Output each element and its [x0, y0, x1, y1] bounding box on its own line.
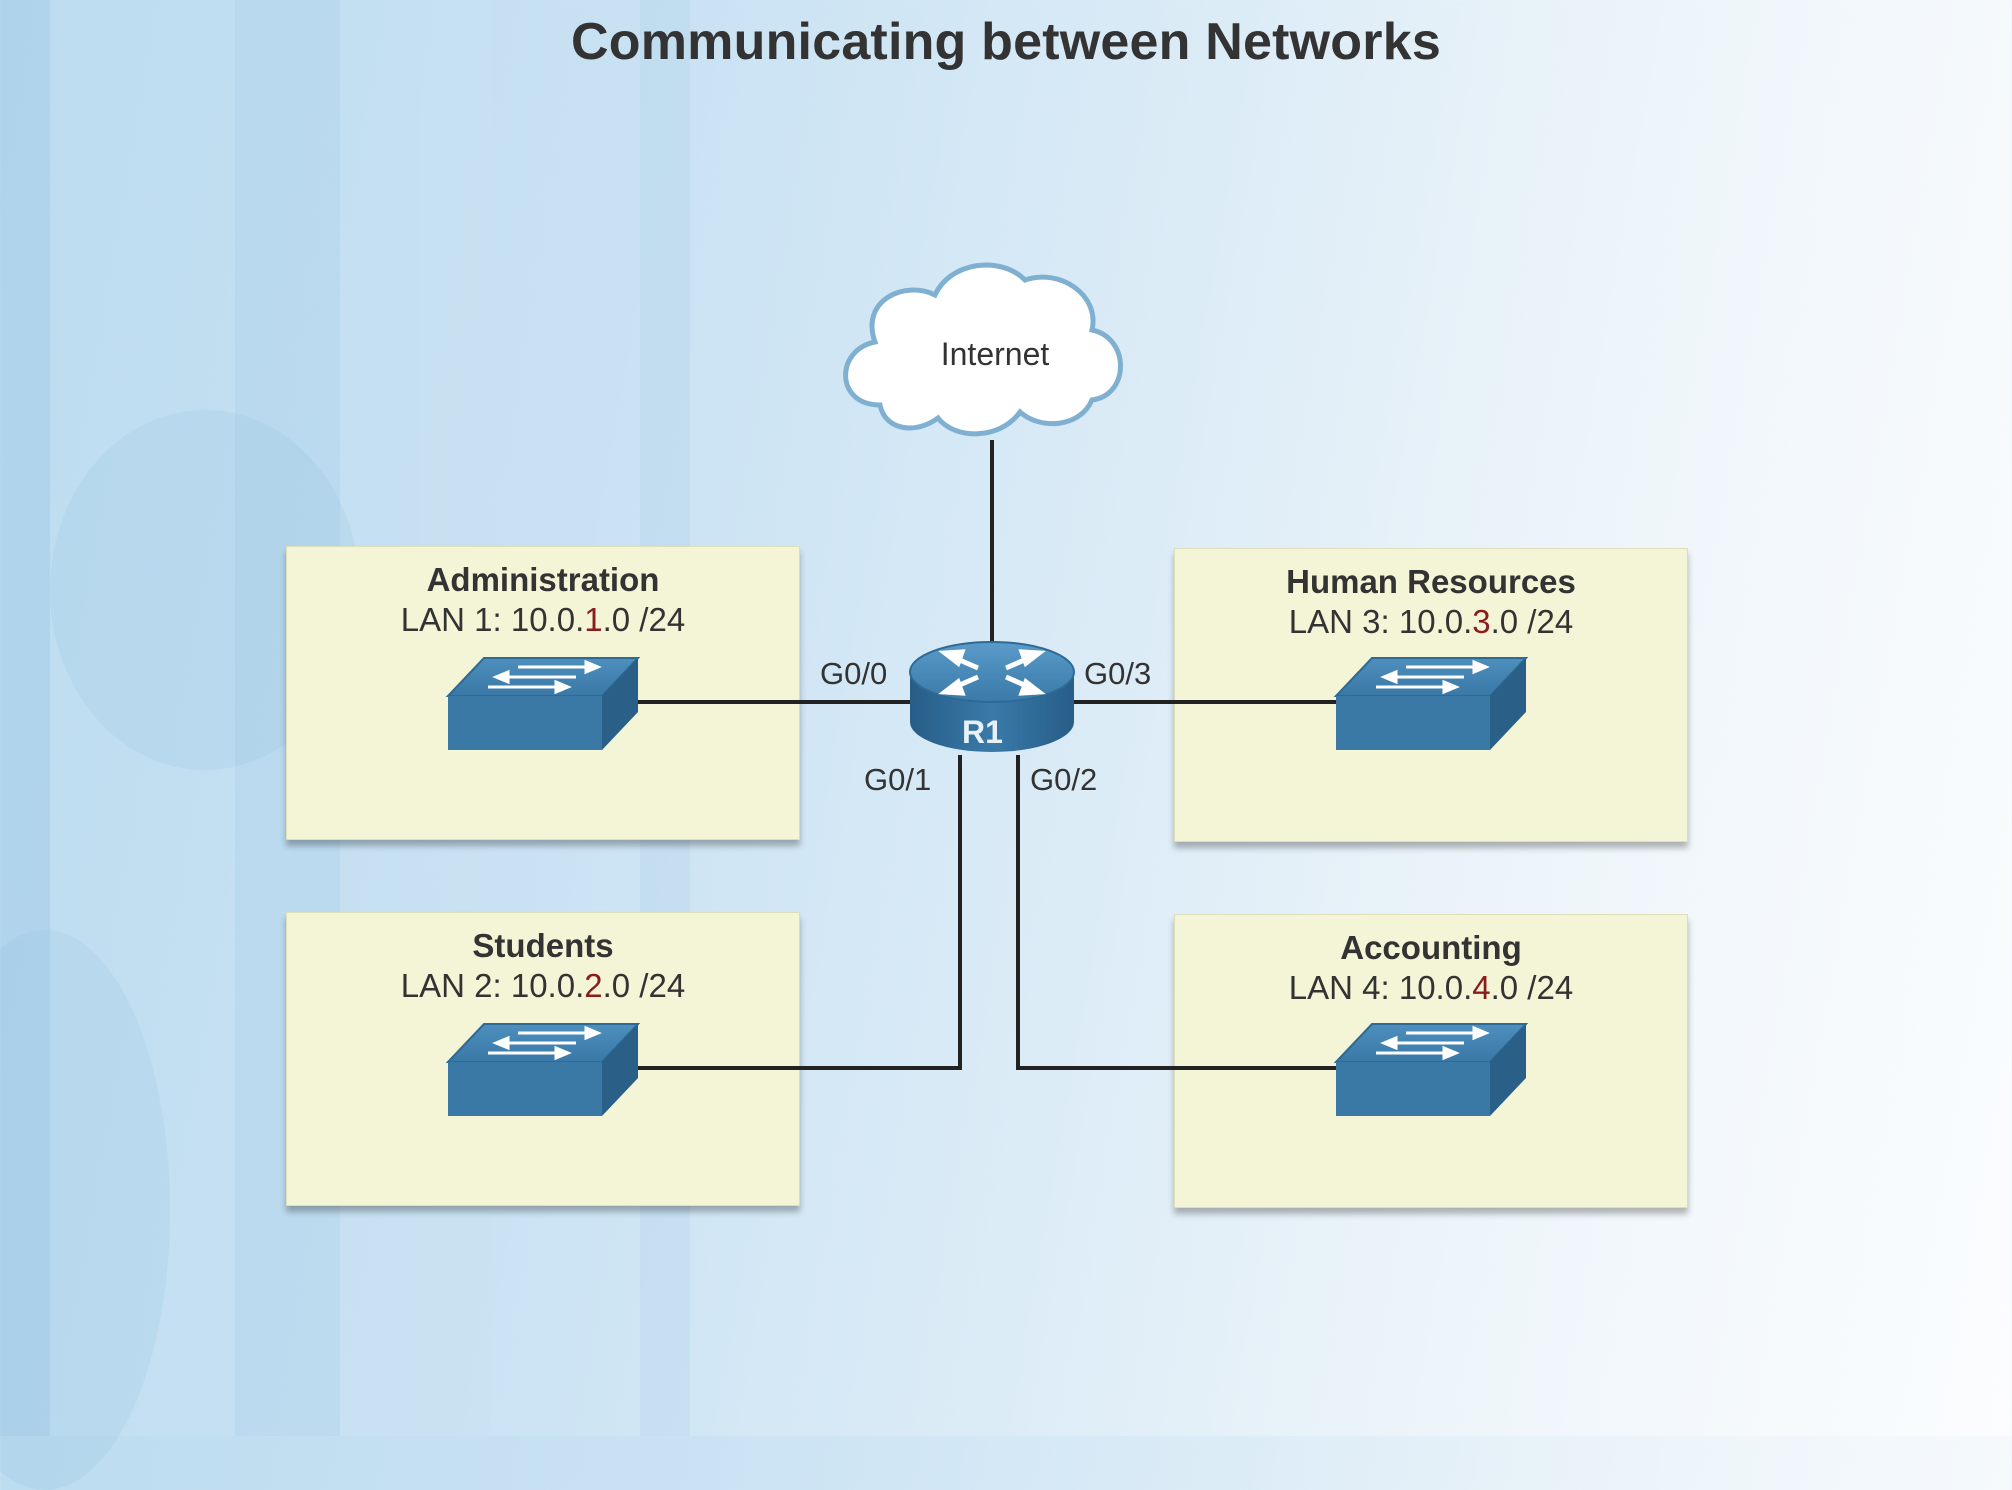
cloud-icon: [843, 262, 1123, 437]
link-r1-g02: [1016, 755, 1340, 1070]
background-stripe: [0, 0, 50, 1436]
port-label-g01: G0/1: [864, 762, 932, 797]
cloud-label: Internet: [940, 336, 1050, 372]
router-label: R1: [962, 714, 1003, 750]
switch-icon: [1333, 1023, 1529, 1116]
lan-name: Accounting: [1340, 929, 1522, 966]
switch-icon: [445, 1023, 641, 1116]
port-label-g02: G0/2: [1030, 762, 1098, 797]
lan-network-address: LAN 4: 10.0.4.0 /24: [1288, 969, 1574, 1006]
port-label-g03: G0/3: [1084, 656, 1152, 691]
lan-network-address: LAN 2: 10.0.2.0 /24: [400, 967, 686, 1004]
network-diagram: [445, 262, 1529, 1116]
lan-network-address: LAN 3: 10.0.3.0 /24: [1288, 603, 1574, 640]
switch-icon: [445, 657, 641, 750]
port-label-g00: G0/0: [820, 656, 888, 691]
router-icon: [909, 641, 1075, 752]
lan-network-address: LAN 1: 10.0.1.0 /24: [400, 601, 686, 638]
link-r1-g01: [630, 755, 962, 1070]
lan-name: Human Resources: [1286, 563, 1576, 600]
diagram-title: Communicating between Networks: [571, 13, 1441, 71]
lan-name: Students: [472, 927, 614, 964]
switch-icon: [1333, 657, 1529, 750]
lan-name: Administration: [426, 561, 660, 598]
